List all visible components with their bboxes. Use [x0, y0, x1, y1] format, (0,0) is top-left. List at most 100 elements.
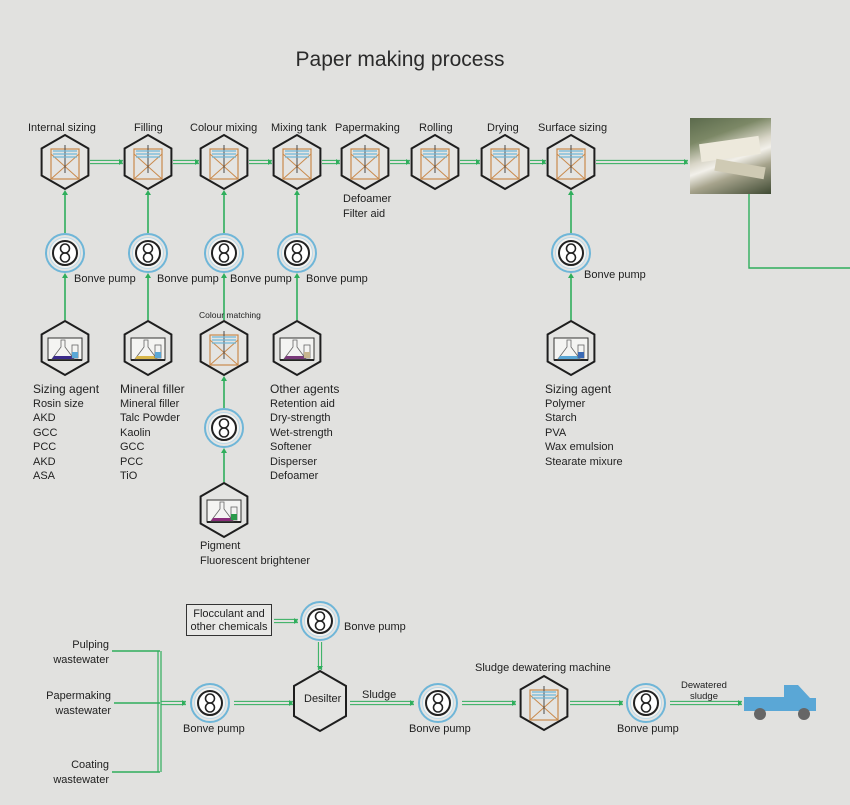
desilter-hex — [293, 669, 347, 733]
flow-papermaking-to-rolling — [390, 159, 410, 165]
pump-label-sludge: Bonve pump — [409, 723, 471, 735]
flow-flocculant-to-desilter — [317, 642, 323, 670]
pigment-list: Pigment Fluorescent brightener — [200, 539, 310, 568]
tank-colour-mixing — [199, 133, 249, 191]
tank-drying — [480, 133, 530, 191]
colour-matching-label: Colour matching — [199, 310, 261, 320]
tank-filling — [123, 133, 173, 191]
pump-internal-sizing — [45, 233, 85, 273]
stage-label-rolling: Rolling — [419, 122, 453, 134]
tank-colour-matching — [199, 319, 249, 377]
tank-mixing-tank — [272, 133, 322, 191]
tank-rolling — [410, 133, 460, 191]
stage-label-internal-sizing: Internal sizing — [28, 122, 96, 134]
list-item: Dry-strength — [270, 412, 331, 424]
list-heading: Other agents — [270, 382, 340, 396]
flow-surface-sizing-to-machine — [596, 159, 688, 165]
sludge-label: Sludge — [362, 689, 397, 701]
list-item: Rosin size — [33, 397, 84, 410]
list-item: Defoamer — [270, 470, 319, 482]
flow-rolling-to-drying — [460, 159, 480, 165]
sizing-agent-list: Sizing agent Rosin size AKD GCC PCC AKD … — [33, 382, 99, 484]
feed-sizing-agent — [62, 273, 68, 320]
stage-label-mixing-tank: Mixing tank — [271, 122, 327, 134]
list-item: Pigment — [200, 540, 241, 552]
flow-to-dewatering — [462, 700, 516, 706]
pump-pigment — [204, 408, 244, 448]
feed-colour-matching — [221, 273, 227, 320]
flask-other-agents — [272, 319, 322, 377]
list-item: Mineral filler — [120, 397, 180, 410]
flow-colour-mixing-to-mixing-tank — [249, 159, 272, 165]
feed-mixing-tank — [294, 190, 300, 233]
papermaking-sub-filter-aid: Filter aid — [343, 208, 386, 220]
flow-drying-to-surface-sizing — [530, 159, 546, 165]
list-item: Fluorescent brightener — [200, 554, 311, 567]
list-item: Softener — [270, 441, 312, 453]
surface-sizing-agent-list: Sizing agent Polymer Starch PVA Wax emul… — [545, 382, 623, 469]
stage-label-filling: Filling — [134, 122, 163, 134]
list-item: ASA — [33, 470, 56, 482]
desilter-label: Desilter — [304, 693, 342, 705]
stage-label-drying: Drying — [487, 122, 519, 134]
list-item: AKD — [33, 455, 56, 468]
list-heading: Mineral filler — [120, 382, 185, 396]
flow-to-sludge-pump — [350, 700, 414, 706]
pump-filling — [128, 233, 168, 273]
flow-to-truck — [670, 700, 742, 706]
stage-label-colour-mixing: Colour mixing — [190, 122, 258, 134]
pump-dewatered — [626, 683, 666, 723]
list-item: Kaolin — [120, 426, 151, 439]
pump-flocculant — [300, 601, 340, 641]
flask-mineral-filler — [123, 319, 173, 377]
list-item: Disperser — [270, 455, 318, 468]
page-title: Paper making process — [295, 48, 505, 71]
feed-mineral-filler — [145, 273, 151, 320]
list-item: Polymer — [545, 397, 586, 410]
pump-sludge — [418, 683, 458, 723]
list-item: TiO — [120, 470, 138, 482]
feed-pigment-pump — [221, 376, 227, 408]
list-item: PCC — [120, 455, 144, 468]
pump-label-flocculant: Bonve pump — [344, 621, 406, 633]
flow-flocculant-to-pump — [274, 618, 298, 624]
papermaking-sub-defoamer: Defoamer — [343, 193, 392, 205]
feed-surface-sizing — [568, 190, 574, 233]
tank-sludge-dewatering — [519, 674, 569, 732]
flow-machine-output — [748, 194, 850, 269]
feed-other-agents — [294, 273, 300, 320]
flow-to-dewatered-pump — [570, 700, 623, 706]
pump-wastewater — [190, 683, 230, 723]
dewatering-machine-label: Sludge dewatering machine — [475, 662, 611, 674]
list-item: PVA — [545, 426, 567, 439]
flask-sizing-agent — [40, 319, 90, 377]
list-item: Stearate mixure — [545, 455, 623, 468]
pump-label-surface-sizing: Bonve pump — [584, 269, 646, 281]
pump-label-internal-sizing: Bonve pump — [74, 273, 136, 285]
pump-label-filling: Bonve pump — [157, 273, 219, 285]
feed-colour-mixing — [221, 190, 227, 233]
list-item: GCC — [120, 441, 145, 453]
list-item: PCC — [33, 441, 57, 453]
pump-colour-mixing — [204, 233, 244, 273]
paper-machine-photo — [690, 118, 771, 194]
flask-surface-sizing-agent — [546, 319, 596, 377]
list-item: Wax emulsion — [545, 441, 614, 453]
list-item: AKD — [33, 412, 56, 424]
pump-surface-sizing — [551, 233, 591, 273]
feed-surface-sizing-agent — [568, 273, 574, 320]
tank-surface-sizing — [546, 133, 596, 191]
list-heading: Sizing agent — [545, 382, 612, 396]
list-item: Wet-strength — [270, 426, 333, 439]
list-heading: Sizing agent — [33, 382, 100, 396]
flow-to-wastewater-pump — [161, 700, 186, 706]
list-item: GCC — [33, 426, 58, 439]
other-agents-list: Other agents Retention aid Dry-strength … — [270, 382, 339, 484]
feed-pigment — [221, 448, 227, 482]
flow-to-desilter — [234, 700, 293, 706]
